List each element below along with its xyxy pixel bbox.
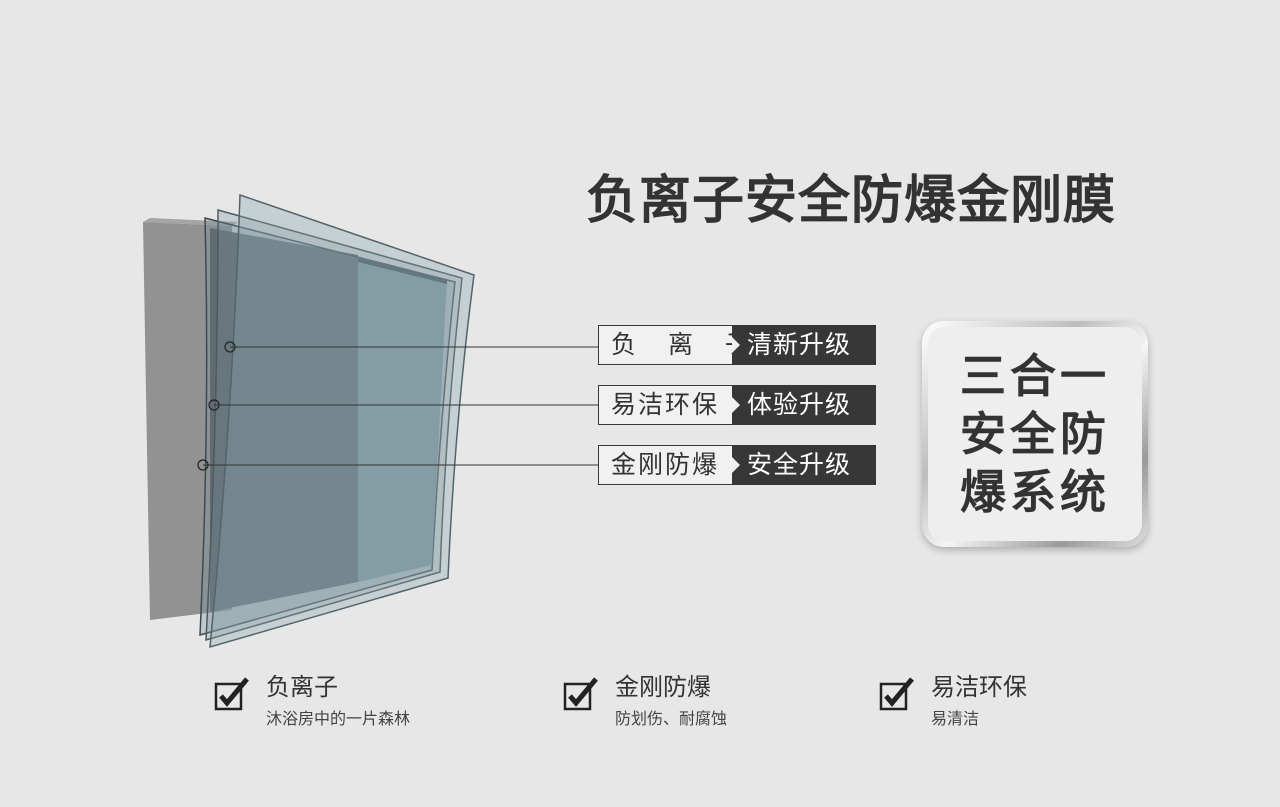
label-right-text: 体验升级 xyxy=(747,390,852,419)
feature-desc: 防划伤、耐腐蚀 xyxy=(615,709,728,728)
feature-title: 易洁环保 xyxy=(931,673,1027,701)
feature-title: 负离子 xyxy=(266,673,338,701)
badge-inner: 三合一 安全防 爆系统 xyxy=(928,327,1142,541)
label-row-eco: 易洁环保 体验升级 xyxy=(598,385,876,425)
feature-desc: 易清洁 xyxy=(931,709,980,728)
glass-film-slab xyxy=(358,258,447,582)
label-row-anion: 负 离 子 清新升级 xyxy=(598,325,876,365)
pointer-dot-2 xyxy=(208,399,220,411)
glass-panel-back xyxy=(143,222,232,620)
badge-line-1: 三合一 xyxy=(960,349,1110,403)
label-right-text: 清新升级 xyxy=(747,330,852,359)
notch-shape xyxy=(732,397,740,413)
badge-line-3: 爆系统 xyxy=(960,465,1110,519)
pointer-dot-1 xyxy=(224,341,236,353)
checkbox-checked-icon xyxy=(879,677,914,711)
glass-panel-middle xyxy=(210,228,358,612)
feature-title: 金刚防爆 xyxy=(615,673,711,701)
notch-shape xyxy=(732,457,740,473)
label-right: 体验升级 xyxy=(732,385,876,425)
label-row-explosion: 金刚防爆 安全升级 xyxy=(598,445,876,485)
feature-desc: 沐浴房中的一片森林 xyxy=(266,709,411,728)
label-left: 负 离 子 xyxy=(598,325,750,365)
label-right-text: 安全升级 xyxy=(747,450,852,479)
label-left: 金刚防爆 xyxy=(598,445,732,485)
checkbox-checked-icon xyxy=(563,677,598,711)
label-right: 清新升级 xyxy=(732,325,876,365)
page-title: 负离子安全防爆金刚膜 xyxy=(586,171,1117,231)
checkbox-checked-icon xyxy=(214,677,249,711)
pointer-dot-3 xyxy=(197,459,209,471)
badge-line-2: 安全防 xyxy=(960,407,1110,461)
notch-shape xyxy=(732,337,740,353)
three-in-one-badge: 三合一 安全防 爆系统 xyxy=(922,321,1148,547)
label-left: 易洁环保 xyxy=(598,385,732,425)
label-right: 安全升级 xyxy=(732,445,876,485)
